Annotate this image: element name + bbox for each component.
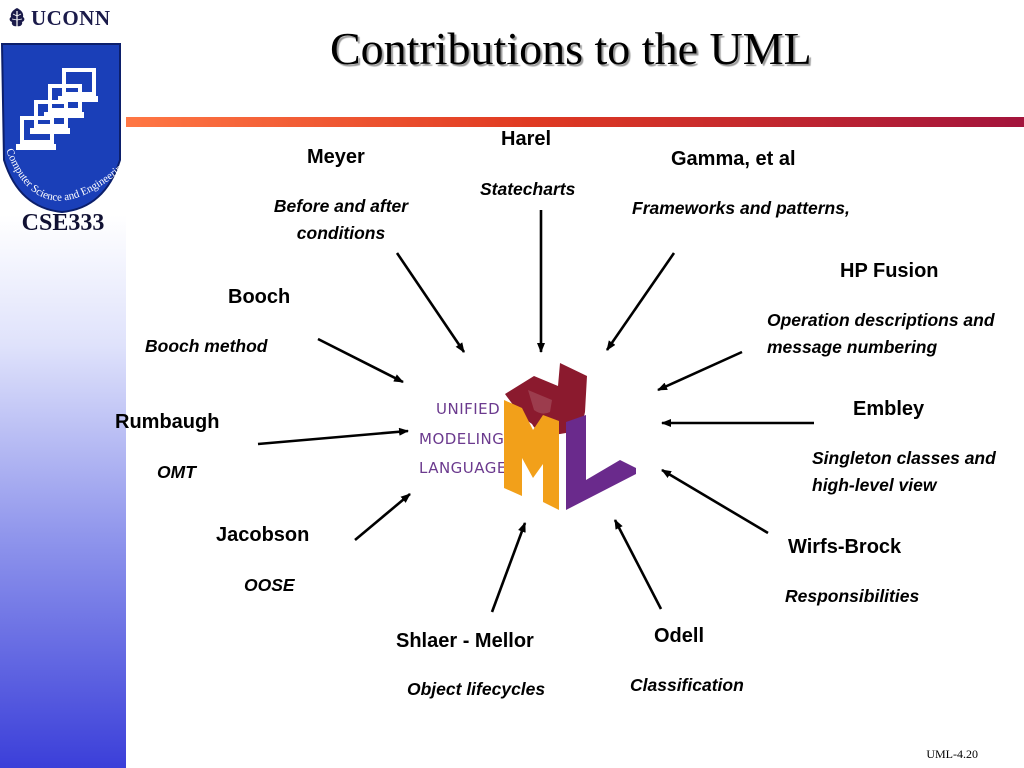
- contribution-rumbaugh: OMT: [157, 462, 196, 482]
- arrow-wirfs-brock: [661, 468, 769, 535]
- contribution-hp-fusion: Operation descriptions and message numbe…: [767, 310, 995, 357]
- contribution-embley: Singleton classes and high-level view: [812, 448, 996, 495]
- contribution-odell: Classification: [630, 675, 744, 695]
- arrow-rumbaugh: [257, 427, 409, 446]
- contribution-booch: Booch method: [145, 336, 268, 356]
- contributor-rumbaugh: Rumbaugh: [115, 411, 220, 433]
- contribution-gamma-et-al: Frameworks and patterns,: [632, 198, 850, 218]
- logo-line-unified: UNIFIED: [436, 400, 500, 418]
- contributor-booch: Booch: [228, 286, 291, 308]
- logo-line-modeling: MODELING: [419, 430, 504, 448]
- contribution-harel: Statecharts: [480, 179, 576, 199]
- arrow-hp-fusion: [657, 350, 743, 392]
- arrow-shlaer-mellor: [490, 522, 527, 613]
- stacked-monitors-icon: [20, 68, 96, 144]
- arrow-booch: [317, 337, 404, 384]
- title-rule: [126, 117, 1024, 127]
- course-code: CSE333: [21, 210, 105, 236]
- contribution-wirfs-brock: Responsibilities: [785, 586, 920, 606]
- arrow-gamma: [605, 252, 676, 351]
- cse-seal: Computer Science and Engineering: [0, 40, 124, 214]
- slide-number: UML-4.20: [926, 747, 978, 761]
- uml-logo: UNIFIED MODELING LANGUAGE: [419, 363, 636, 510]
- logo-line-language: LANGUAGE: [419, 459, 507, 477]
- contributor-embley: Embley: [853, 398, 925, 420]
- sidebar: UCONN Computer Science and Engineering C…: [0, 0, 126, 768]
- oak-leaf-icon: [9, 7, 25, 30]
- arrow-jacobson: [354, 493, 411, 541]
- page-title: Contributions to the UML: [330, 23, 812, 74]
- contributor-odell: Odell: [654, 625, 705, 647]
- contribution-meyer: Before and after conditions: [273, 196, 409, 243]
- logo-letter-l: [566, 415, 636, 510]
- contributor-shlaer-mellor: Shlaer - Mellor: [396, 630, 534, 652]
- contributor-meyer: Meyer: [307, 146, 365, 168]
- contributor-jacobson: Jacobson: [216, 524, 310, 546]
- contribution-jacobson: OOSE: [244, 575, 295, 595]
- uconn-wordmark: UCONN: [31, 6, 111, 30]
- contribution-shlaer-mellor: Object lifecycles: [407, 679, 546, 699]
- contributor-hp-fusion: HP Fusion: [840, 260, 939, 282]
- uconn-logo: UCONN: [6, 6, 111, 31]
- contributor-gamma-et-al: Gamma, et al: [671, 148, 796, 170]
- logo-letter-m: [504, 400, 559, 510]
- arrow-meyer: [395, 252, 466, 353]
- arrow-odell: [613, 519, 663, 610]
- contributor-wirfs-brock: Wirfs-Brock: [788, 536, 902, 558]
- contributor-harel: Harel: [501, 128, 552, 150]
